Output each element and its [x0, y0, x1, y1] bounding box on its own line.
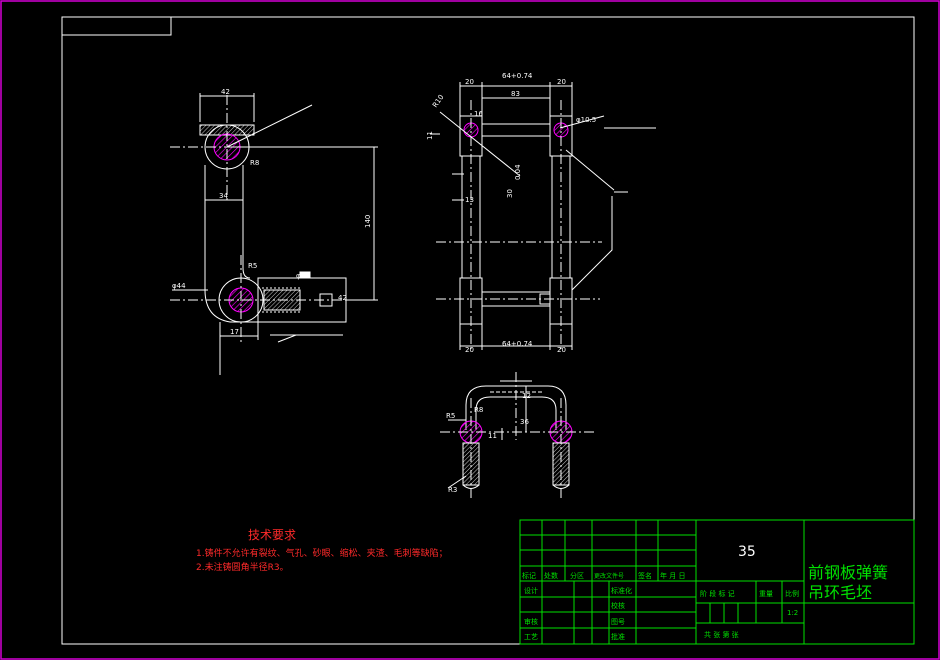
drawing-frame — [61, 16, 915, 645]
drawing-number: 35 — [738, 544, 756, 560]
dim-left-arm: 34 — [219, 192, 228, 200]
dim-bottom-r3: R3 — [448, 486, 457, 494]
tb-scale-value: 1:2 — [787, 609, 798, 617]
tb-weight: 重量 — [759, 590, 773, 598]
dim-bottom-12: 12 — [522, 392, 531, 400]
dim-front-83: 83 — [511, 90, 520, 98]
tb-sheets: 共 张 第 张 — [704, 630, 739, 639]
dim-front-13: 13 — [465, 196, 474, 204]
tech-requirement-1: 1.铸件不允许有裂纹、气孔、砂眼、缩松、夹渣、毛刺等缺陷； — [196, 549, 448, 559]
front-view — [430, 82, 656, 350]
dim-front-20d: 20 — [557, 346, 566, 354]
dim-bottom-r5: R5 — [446, 412, 455, 420]
dim-front-20c: 20 — [465, 346, 474, 354]
dim-left-42: 42 — [338, 294, 347, 302]
tb-drawing-no: 图号 — [611, 618, 625, 626]
dim-bottom-11: 11 — [488, 432, 497, 440]
rev-col-count: 处数 — [544, 571, 558, 580]
dimension-labels: 42 R8 34 R5 17 φ44 φ32 42 140 20 64+0.74… — [172, 72, 596, 494]
tb-ratio: 比例 — [785, 589, 799, 598]
dim-front-16: 16 — [474, 110, 483, 118]
dim-left-top-width: 42 — [221, 88, 230, 96]
dim-front-004: 0.04 — [514, 164, 522, 180]
dim-front-64b: 64+0.74 — [502, 340, 533, 348]
tb-standardization: 标准化 — [611, 586, 632, 595]
dim-left-17: 17 — [230, 328, 239, 336]
tb-design: 设计 — [524, 586, 538, 595]
dim-front-r10: R10 — [431, 93, 445, 109]
dim-left-phi44: φ44 — [172, 282, 186, 290]
tb-process: 工艺 — [524, 633, 538, 641]
dim-bottom-36: 36 — [520, 418, 529, 426]
dim-front-20a: 20 — [465, 78, 474, 86]
dim-front-11: 11 — [426, 131, 434, 140]
tb-stage-mark: 阶 段 标 记 — [700, 589, 735, 598]
dim-bottom-r8: R8 — [474, 406, 483, 414]
dim-left-r5: R5 — [248, 262, 257, 270]
rev-col-sign: 签名 — [638, 571, 652, 580]
drawing-name-line1: 前钢板弹簧 — [808, 563, 888, 582]
dim-front-phi105: φ10.5 — [576, 116, 596, 124]
tb-approved: 批准 — [611, 632, 625, 641]
title-block — [519, 519, 915, 645]
dim-left-r8: R8 — [250, 159, 259, 167]
dim-front-20b: 20 — [557, 78, 566, 86]
tech-requirement-2: 2.未注铸圆角半径R3。 — [196, 563, 289, 573]
rev-col-mark: 标记 — [522, 571, 536, 580]
tech-requirements-title: 技术要求 — [248, 528, 297, 542]
bottom-view — [440, 372, 596, 500]
rev-col-doc: 更改文件号 — [594, 572, 624, 580]
dim-left-phi32: φ32 — [296, 272, 310, 280]
dim-front-30: 30 — [506, 189, 514, 198]
rev-col-date: 年 月 日 — [660, 571, 685, 580]
drawing-name-line2: 吊环毛坯 — [808, 583, 872, 602]
tb-check: 校核 — [611, 601, 625, 610]
dim-front-64: 64+0.74 — [502, 72, 533, 80]
rev-col-zone: 分区 — [570, 571, 584, 580]
dim-left-140: 140 — [364, 215, 372, 228]
title-block-text: 35 前钢板弹簧 吊环毛坯 标记 处数 分区 更改文件号 签名 年 月 日 设计… — [522, 544, 888, 641]
tb-review: 审核 — [524, 617, 538, 626]
code-box — [61, 16, 172, 36]
left-view — [170, 93, 380, 375]
